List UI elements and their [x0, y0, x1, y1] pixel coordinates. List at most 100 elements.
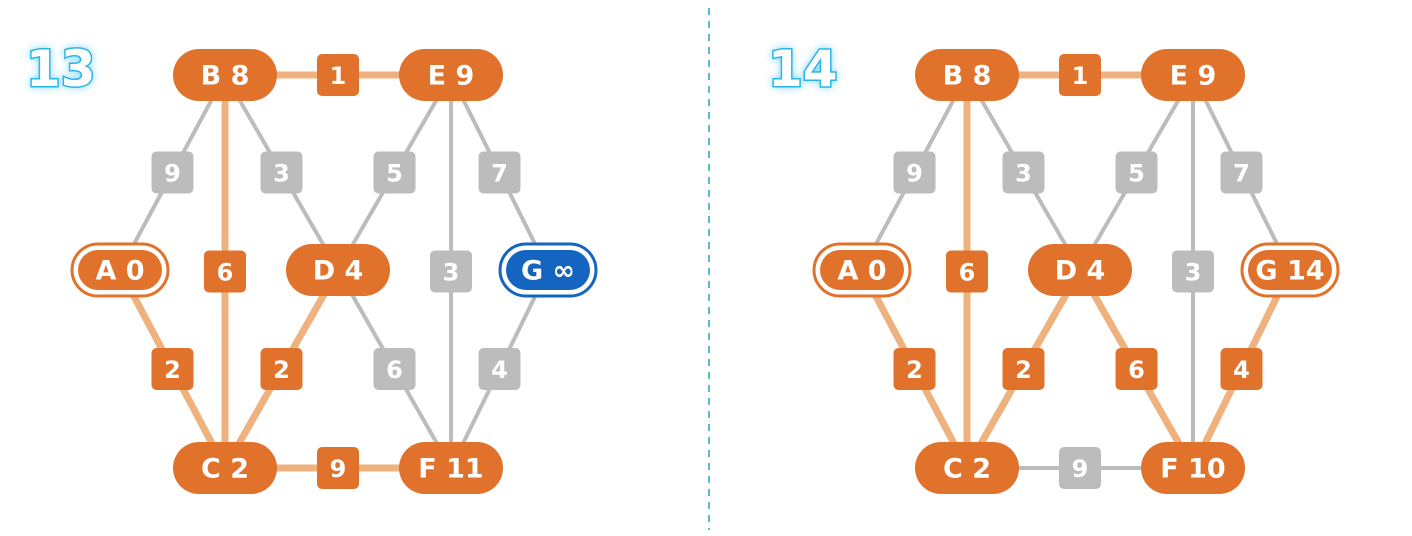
edge-weight-b-c: 6 — [204, 250, 246, 293]
edge-weight-c-f: 9 — [1059, 447, 1101, 489]
weight-box — [151, 151, 194, 194]
node-label: D 4 — [1055, 256, 1106, 287]
node-pill — [399, 49, 503, 101]
weight-value: 7 — [1233, 160, 1250, 188]
node-pill — [78, 250, 162, 290]
weight-box — [1002, 151, 1045, 194]
node-f: F 11 — [399, 442, 503, 494]
weight-box — [478, 151, 521, 194]
edge-weight-e-f: 3 — [430, 250, 472, 293]
weight-box — [1172, 250, 1214, 293]
weight-box — [1115, 348, 1158, 390]
node-pill — [1141, 442, 1245, 494]
weight-value: 2 — [1015, 356, 1032, 384]
node-pill — [506, 250, 590, 290]
weight-box — [204, 250, 246, 293]
weight-box — [430, 250, 472, 293]
edge-weight-d-f: 6 — [373, 348, 416, 390]
node-f: F 10 — [1141, 442, 1245, 494]
node-e: E 9 — [399, 49, 503, 101]
weight-box — [1220, 151, 1263, 194]
node-pill — [399, 442, 503, 494]
edge-weight-b-e: 1 — [317, 54, 359, 96]
edge-weight-d-f: 6 — [1115, 348, 1158, 390]
weight-value: 9 — [1072, 455, 1089, 483]
node-g: G 14 — [1240, 242, 1340, 298]
weight-value: 6 — [1128, 356, 1145, 384]
edge-weight-c-f: 9 — [317, 447, 359, 489]
nodes: A 0 B 8 C 2 D 4 E 9 F 10 G 14 — [812, 49, 1340, 494]
weight-box — [1059, 447, 1101, 489]
weight-value: 2 — [273, 356, 290, 384]
step-number: 13 — [26, 40, 96, 98]
edge-weight-a-c: 2 — [151, 348, 194, 390]
node-b: B 8 — [915, 49, 1019, 101]
edge-weight-e-f: 3 — [1172, 250, 1214, 293]
weight-value: 6 — [217, 259, 234, 287]
weight-box — [260, 151, 303, 194]
edge-weight-g-f: 4 — [478, 348, 521, 390]
edge-weight-b-a: 9 — [151, 151, 194, 194]
weight-value: 6 — [386, 356, 403, 384]
step-number: 14 — [768, 40, 838, 98]
edge-weight-b-d: 3 — [260, 151, 303, 194]
node-label: E 9 — [428, 61, 475, 92]
weight-value: 9 — [330, 455, 347, 483]
node-pill — [820, 250, 904, 290]
weight-box — [260, 348, 303, 390]
node-a: A 0 — [70, 242, 170, 298]
edge-weight-e-d: 5 — [1115, 151, 1158, 194]
edge-weight-e-g: 7 — [1220, 151, 1263, 194]
node-label: F 10 — [1160, 454, 1225, 485]
weight-value: 9 — [906, 160, 923, 188]
node-pill — [1141, 49, 1245, 101]
node-pill — [1248, 250, 1332, 290]
node-label: F 11 — [418, 454, 483, 485]
node-e: E 9 — [1141, 49, 1245, 101]
edge-weight-a-c: 2 — [893, 348, 936, 390]
node-label: B 8 — [943, 61, 992, 92]
node-d: D 4 — [286, 244, 390, 296]
weight-value: 5 — [386, 160, 403, 188]
weight-box — [946, 250, 988, 293]
node-label: C 2 — [943, 454, 991, 485]
edge-weight-d-c: 2 — [260, 348, 303, 390]
node-c: C 2 — [915, 442, 1019, 494]
weight-box — [1002, 348, 1045, 390]
weight-box — [1059, 54, 1101, 96]
node-pill — [173, 442, 277, 494]
node-a: A 0 — [812, 242, 912, 298]
weight-value: 9 — [164, 160, 181, 188]
node-pill — [1028, 244, 1132, 296]
edge-weight-b-a: 9 — [893, 151, 936, 194]
weight-box — [478, 348, 521, 390]
weight-value: 3 — [273, 160, 290, 188]
weight-value: 7 — [491, 160, 508, 188]
weight-value: 2 — [906, 356, 923, 384]
node-pill — [173, 49, 277, 101]
weight-box — [317, 447, 359, 489]
weight-box — [893, 348, 936, 390]
edge-weight-d-c: 2 — [1002, 348, 1045, 390]
node-pill — [915, 49, 1019, 101]
weight-value: 1 — [1072, 62, 1089, 90]
node-label: B 8 — [201, 61, 250, 92]
node-d: D 4 — [1028, 244, 1132, 296]
weight-box — [373, 151, 416, 194]
edge-weight-e-d: 5 — [373, 151, 416, 194]
weight-value: 5 — [1128, 160, 1145, 188]
weight-box — [151, 348, 194, 390]
node-label: A 0 — [837, 256, 886, 287]
node-b: B 8 — [173, 49, 277, 101]
node-label: G 14 — [1255, 256, 1324, 287]
weight-box — [893, 151, 936, 194]
edge-weight-e-g: 7 — [478, 151, 521, 194]
weight-value: 3 — [1185, 259, 1202, 287]
weight-box — [317, 54, 359, 96]
node-label: D 4 — [313, 256, 364, 287]
edge-weight-b-e: 1 — [1059, 54, 1101, 96]
